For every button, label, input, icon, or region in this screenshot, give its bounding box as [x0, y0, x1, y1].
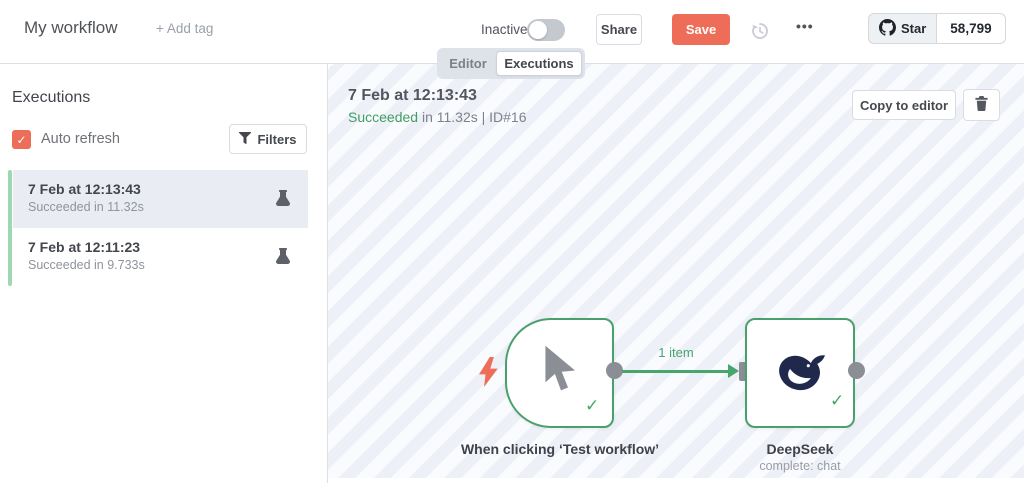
execution-canvas[interactable]: 7 Feb at 12:13:43 Succeeded in 11.32s | …	[328, 64, 1024, 483]
execution-list-item[interactable]: 7 Feb at 12:13:43 Succeeded in 11.32s	[13, 170, 308, 228]
connection-line[interactable]	[622, 370, 730, 373]
toggle-knob	[529, 21, 547, 39]
manual-execution-flask-icon	[276, 248, 291, 269]
execution-header-title: 7 Feb at 12:13:43	[348, 87, 477, 104]
trash-icon	[974, 95, 989, 115]
input-port[interactable]	[739, 362, 750, 381]
history-icon[interactable]	[750, 21, 770, 41]
copy-to-editor-button[interactable]: Copy to editor	[852, 90, 956, 120]
more-options-button[interactable]: •••	[796, 18, 814, 34]
active-toggle[interactable]	[527, 19, 565, 41]
execution-item-status: Succeeded in 9.733s	[28, 258, 145, 272]
delete-execution-button[interactable]	[963, 89, 1000, 121]
github-star-button[interactable]: Star	[868, 13, 938, 44]
output-port[interactable]	[848, 362, 865, 379]
node-success-check-icon: ✓	[830, 391, 845, 411]
deepseek-whale-icon	[776, 353, 826, 398]
add-tag-button[interactable]: + Add tag	[156, 21, 214, 36]
success-indicator-strip	[8, 170, 12, 286]
node-manual-trigger[interactable]: ✓	[505, 318, 614, 428]
share-button[interactable]: Share	[596, 14, 642, 45]
view-tabs: Editor Executions	[437, 48, 585, 79]
connection-arrow-icon	[728, 364, 739, 378]
canvas-bottom-edge	[328, 478, 1024, 483]
execution-item-status: Succeeded in 11.32s	[28, 200, 144, 214]
manual-execution-flask-icon	[276, 190, 291, 211]
github-star-count[interactable]: 58,799	[937, 13, 1006, 44]
github-icon	[879, 18, 896, 39]
filters-button[interactable]: Filters	[229, 124, 307, 154]
save-button[interactable]: Save	[672, 14, 730, 45]
execution-list-item[interactable]: 7 Feb at 12:11:23 Succeeded in 9.733s	[13, 228, 308, 286]
node-success-check-icon: ✓	[585, 396, 600, 416]
github-star-label: Star	[901, 21, 927, 36]
tab-executions[interactable]: Executions	[496, 51, 582, 76]
mouse-cursor-icon	[543, 344, 577, 401]
node-deepseek[interactable]: ✓	[745, 318, 855, 428]
executions-sidebar: Executions ✓ Auto refresh Filters 7 Feb …	[0, 64, 328, 483]
execution-header-status: Succeeded in 11.32s | ID#16	[348, 109, 527, 125]
filter-icon	[239, 131, 252, 147]
workflow-title[interactable]: My workflow	[24, 18, 118, 37]
status-succeeded: Succeeded	[348, 109, 419, 125]
node-label-trigger: When clicking ‘Test workflow’	[460, 441, 660, 457]
auto-refresh-checkbox[interactable]: ✓	[12, 130, 31, 149]
execution-item-title: 7 Feb at 12:13:43	[28, 181, 141, 197]
status-details: in 11.32s | ID#16	[418, 109, 527, 125]
tab-editor[interactable]: Editor	[449, 56, 487, 71]
active-state-label: Inactive	[481, 22, 528, 37]
auto-refresh-label[interactable]: Auto refresh	[41, 131, 120, 147]
node-label-deepseek: DeepSeek	[766, 441, 834, 457]
filters-label: Filters	[257, 131, 297, 147]
github-star-widget[interactable]: Star 58,799	[868, 13, 1006, 44]
sidebar-heading: Executions	[12, 89, 91, 106]
trigger-bolt-icon	[479, 357, 498, 392]
execution-item-title: 7 Feb at 12:11:23	[28, 239, 141, 255]
node-sublabel-deepseek: complete: chat	[759, 459, 841, 473]
output-port[interactable]	[606, 362, 623, 379]
connection-items-label: 1 item	[658, 345, 694, 360]
